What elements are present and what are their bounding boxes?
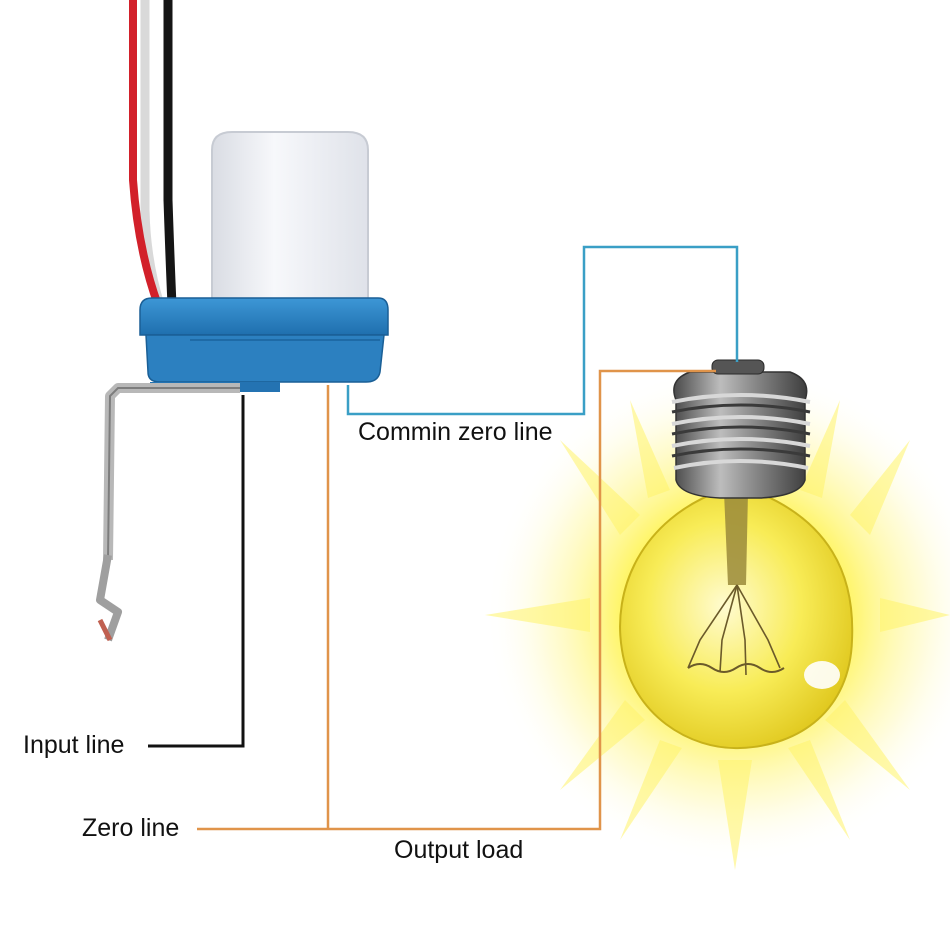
bulb-base [673,371,808,499]
light-bulb-icon [485,359,950,870]
output-load-label: Output load [394,836,524,864]
input-wire [148,395,245,748]
bulb-filament [687,584,785,676]
output-load-wire [197,369,716,831]
common-zero-line-label: Commin zero line [358,418,553,446]
bulb-rays [485,370,950,870]
sensor-cap [211,131,369,301]
input-line-label: Input line [23,731,125,759]
bulb-glass [619,489,854,750]
zero-line-label: Zero line [82,814,180,842]
photocell-light-sensor-icon [96,0,389,642]
common-zero-wire [346,245,739,416]
